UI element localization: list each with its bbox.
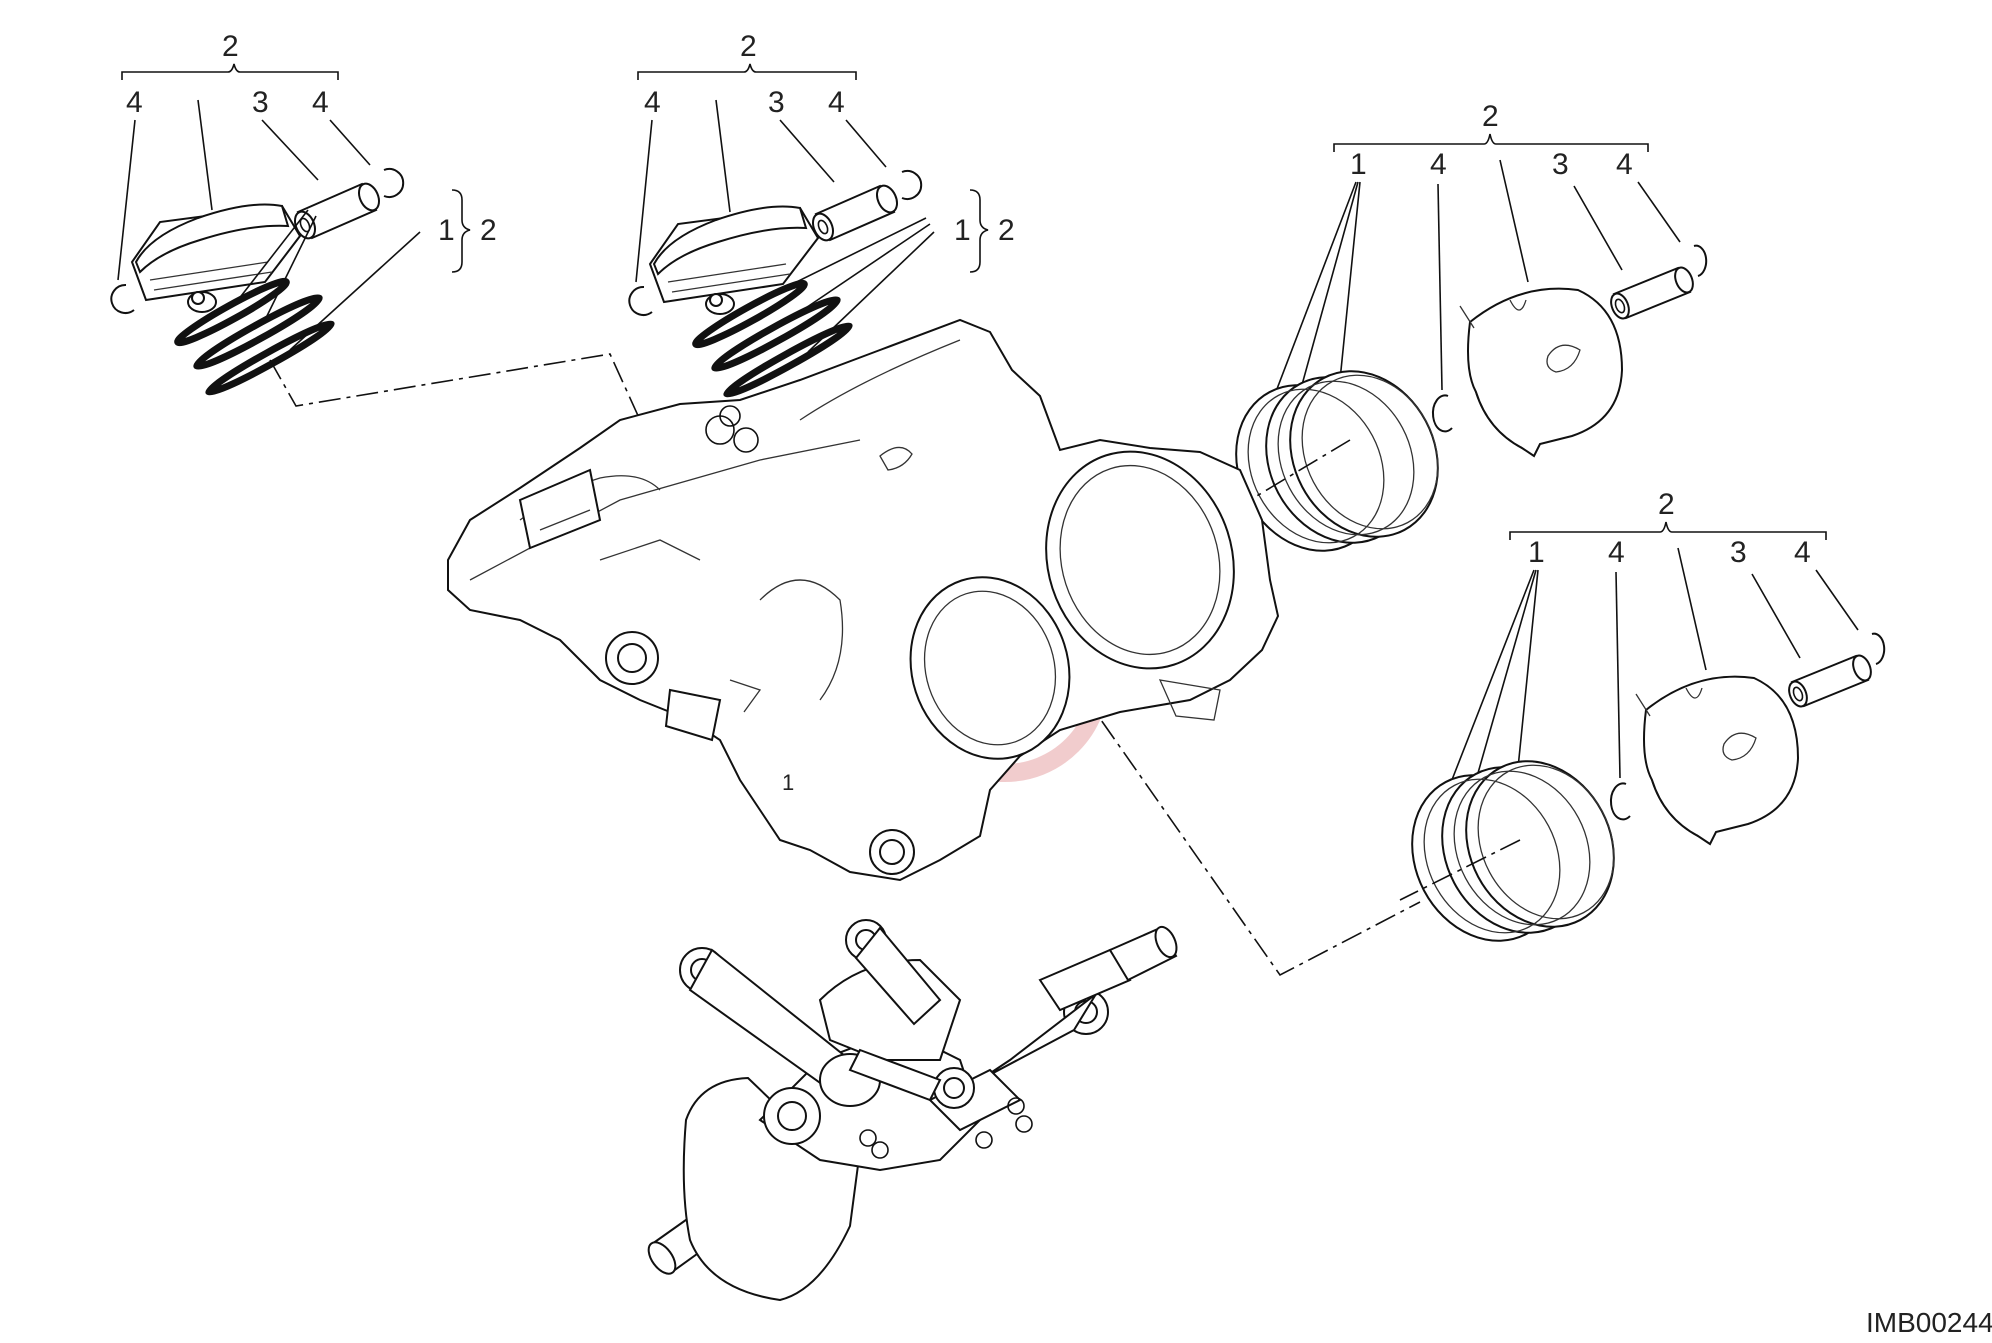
callout-g4-circlip-a: 4 (1608, 536, 1625, 569)
callout-g1-set: 2 (222, 30, 239, 63)
crankcase: 1 (447, 318, 1280, 882)
circlip-g1-right (383, 168, 405, 198)
piston-rings-g3 (1235, 370, 1439, 552)
callout-g4-rings: 1 (1528, 536, 1545, 569)
callout-g1-rings: 1 (438, 214, 455, 247)
group-4-bracket (1509, 521, 1827, 540)
piston-pin-g1 (293, 182, 381, 240)
piston-g3 (1459, 287, 1624, 458)
piston-group-4: 2 1 4 3 4 (1411, 488, 1886, 942)
piston-rings-g1 (174, 277, 335, 396)
piston-pin-g3 (1610, 266, 1694, 320)
callout-g2-rings-set: 2 (998, 214, 1015, 247)
piston-pin-g4 (1788, 654, 1872, 708)
piston-rings-g2 (692, 279, 853, 398)
callout-g4-set: 2 (1658, 488, 1675, 521)
callout-g3-set: 2 (1482, 100, 1499, 133)
group-3-bracket (1333, 133, 1649, 152)
callout-g3-circlip-a: 4 (1430, 148, 1447, 181)
callout-g2-set: 2 (740, 30, 757, 63)
piston-group-1: 2 4 3 4 (110, 30, 497, 396)
piston-group-3: 2 1 4 3 4 (1235, 100, 1708, 552)
piston-rings-g4 (1411, 760, 1615, 942)
callout-g4-circlip-b: 4 (1794, 536, 1811, 569)
piston-pin-g2 (811, 184, 899, 242)
group-2-rings-bracket (969, 189, 989, 273)
diagram-code: IMB00244 (1866, 1307, 1992, 1338)
piston-g2 (648, 205, 820, 315)
callout-g3-pin: 3 (1552, 148, 1569, 181)
callout-g2-circlip-right: 4 (828, 86, 845, 119)
callout-g2-circlip-left: 4 (644, 86, 661, 119)
callout-g1-pin: 3 (252, 86, 269, 119)
circlip-g2-left (628, 285, 653, 316)
circlip-g1-left (110, 283, 135, 314)
group-1-rings-bracket (451, 189, 471, 273)
callout-g1-circlip-left: 4 (126, 86, 143, 119)
callout-g3-circlip-b: 4 (1616, 148, 1633, 181)
callout-g3-rings: 1 (1350, 148, 1367, 181)
circlip-g4-b (1871, 632, 1886, 665)
piston-g4 (1635, 675, 1800, 846)
crankcase-mark: 1 (782, 770, 794, 795)
crankshaft-assembly (647, 919, 1178, 1302)
connecting-rod-2 (845, 919, 942, 1026)
circlip-g4-a (1610, 782, 1631, 821)
callout-g2-pin: 3 (768, 86, 785, 119)
connecting-rod-4 (848, 1048, 975, 1109)
circlip-g3-a (1432, 394, 1453, 433)
group-1-bracket (121, 63, 339, 80)
circlip-g2-right (901, 170, 923, 200)
piston-group-2: 2 4 3 4 1 (628, 30, 1015, 398)
circlip-g3-b (1693, 244, 1708, 277)
callout-g4-pin: 3 (1730, 536, 1747, 569)
callout-g1-circlip-right: 4 (312, 86, 329, 119)
callout-g1-rings-set: 2 (480, 214, 497, 247)
callout-g2-rings: 1 (954, 214, 971, 247)
piston-g1 (130, 203, 302, 313)
group-2-bracket (637, 63, 857, 80)
